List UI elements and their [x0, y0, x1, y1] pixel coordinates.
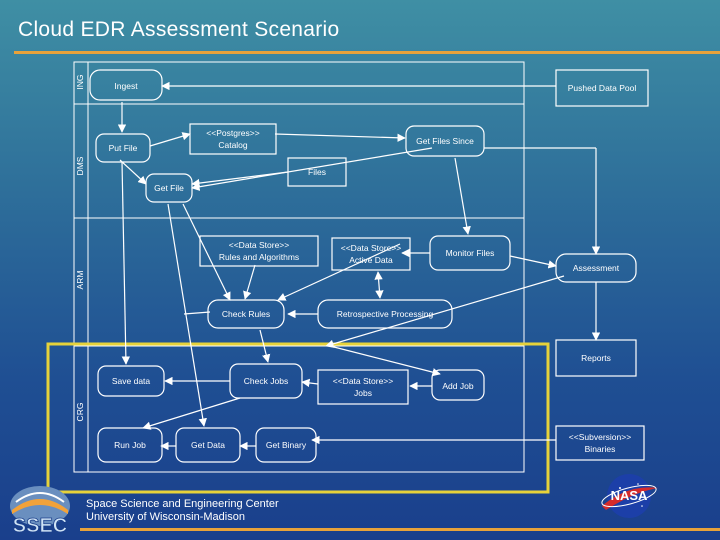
node-postgres-catalog-label: Catalog — [218, 140, 248, 150]
node-retrospective-processing: Retrospective Processing — [317, 299, 453, 329]
node-put-file: Put File — [95, 133, 151, 163]
node-get-files-since-label: Get Files Since — [416, 136, 474, 146]
node-ingest-label: Ingest — [114, 81, 138, 91]
node-check-jobs-label: Check Jobs — [244, 376, 288, 386]
node-jobs-store-stereotype: <<Data Store>> — [333, 376, 394, 386]
node-binaries-label: Binaries — [585, 444, 616, 454]
node-save-data-label: Save data — [112, 376, 151, 386]
node-postgres-catalog-stereotype: <<Postgres>> — [206, 128, 259, 138]
node-get-binary-label: Get Binary — [266, 440, 307, 450]
node-postgres-catalog: <<Postgres>> Catalog — [189, 123, 277, 155]
swimlane-frame — [73, 61, 525, 473]
node-get-file: Get File — [145, 173, 193, 203]
title-underline — [14, 51, 720, 54]
node-ingest: Ingest — [89, 69, 163, 101]
node-run-job: Run Job — [97, 427, 163, 463]
diagram-edges — [117, 81, 601, 451]
node-add-job: Add Job — [431, 369, 485, 401]
node-assessment-label: Assessment — [573, 263, 620, 273]
node-active-data: <<Data Store>> Active Data — [331, 237, 411, 271]
lane-label-arm: ARM — [75, 271, 85, 290]
node-retrospective-processing-label: Retrospective Processing — [337, 309, 434, 319]
node-put-file-label: Put File — [109, 143, 138, 153]
node-rules-algorithms-label: Rules and Algorithms — [219, 252, 299, 262]
node-assessment: Assessment — [555, 253, 637, 283]
lane-label-dms: DMS — [75, 156, 85, 175]
node-binaries: <<Subversion>> Binaries — [555, 425, 645, 461]
node-save-data: Save data — [97, 365, 165, 397]
node-reports: Reports — [555, 339, 637, 377]
node-run-job-label: Run Job — [114, 440, 146, 450]
node-monitor-files-label: Monitor Files — [446, 248, 495, 258]
node-binaries-stereotype: <<Subversion>> — [569, 432, 631, 442]
node-add-job-label: Add Job — [442, 381, 473, 391]
node-reports-label: Reports — [581, 353, 611, 363]
node-rules-algorithms-stereotype: <<Data Store>> — [229, 240, 290, 250]
node-rules-algorithms: <<Data Store>> Rules and Algorithms — [199, 235, 319, 267]
lane-label-ing: ING — [75, 74, 85, 89]
node-get-data-label: Get Data — [191, 440, 225, 450]
node-check-jobs: Check Jobs — [229, 363, 303, 399]
node-jobs-store-label: Jobs — [354, 388, 372, 398]
node-check-rules-label: Check Rules — [222, 309, 270, 319]
lane-label-crg: CRG — [75, 403, 85, 422]
node-get-files-since: Get Files Since — [405, 125, 485, 157]
page-title: Cloud EDR Assessment Scenario — [18, 18, 340, 41]
node-get-data: Get Data — [175, 427, 241, 463]
nasa-logo-text: NASA — [611, 488, 648, 503]
nasa-logo: NASA — [601, 474, 658, 518]
footer-underline — [80, 528, 720, 531]
ssec-logo-text: SSEC — [13, 515, 67, 537]
footer-line-1: Space Science and Engineering Center — [86, 498, 279, 510]
node-monitor-files: Monitor Files — [429, 235, 511, 271]
node-active-data-label: Active Data — [349, 255, 393, 265]
node-pushed-data-pool: Pushed Data Pool — [555, 69, 649, 107]
footer-line-2: University of Wisconsin-Madison — [86, 511, 245, 523]
crg-highlight-box — [46, 342, 550, 494]
node-active-data-stereotype: <<Data Store>> — [341, 243, 402, 253]
node-files: Files — [287, 157, 347, 187]
node-jobs-store: <<Data Store>> Jobs — [317, 369, 409, 405]
node-files-label: Files — [308, 167, 326, 177]
node-get-binary: Get Binary — [255, 427, 317, 463]
node-check-rules: Check Rules — [207, 299, 285, 329]
footer-text: Space Science and Engineering Center Uni… — [86, 498, 279, 524]
node-pushed-data-pool-label: Pushed Data Pool — [568, 83, 637, 93]
ssec-logo: SSEC — [10, 486, 70, 537]
node-get-file-label: Get File — [154, 183, 184, 193]
